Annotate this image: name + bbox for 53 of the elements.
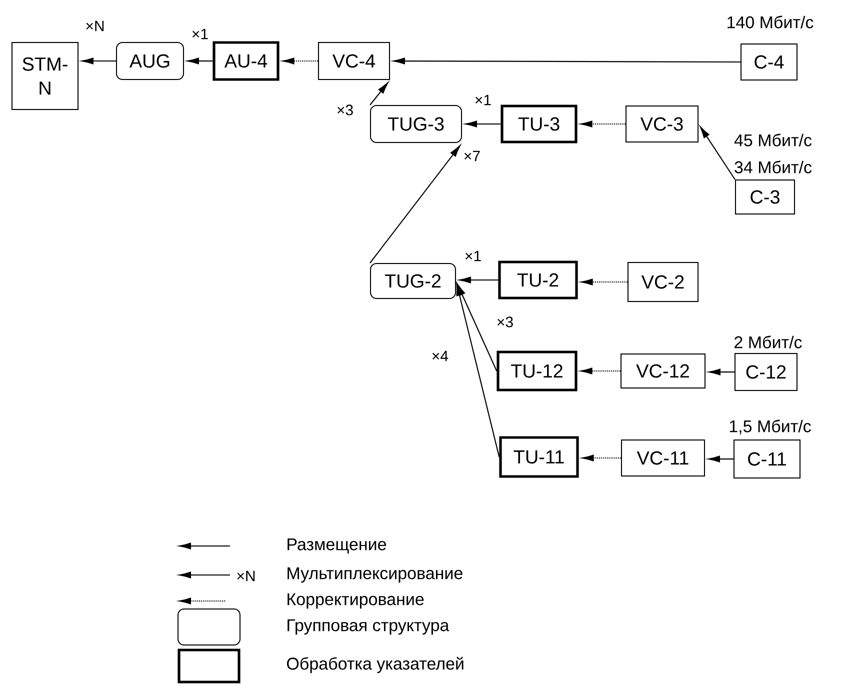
process-box: VC-11 <box>621 440 705 476</box>
rate-label: 2 Мбит/с <box>734 336 802 348</box>
pointer-box: TU-2 <box>498 260 578 300</box>
rate-label: 34 Мбит/с <box>734 160 812 174</box>
arrow <box>582 454 621 462</box>
group-box: AUG <box>116 42 184 80</box>
arrow <box>708 456 734 462</box>
pointer-box: TU-11 <box>499 436 579 478</box>
arrow <box>187 58 213 64</box>
legend-text: Обработка указателей <box>287 656 464 674</box>
arrow <box>393 58 740 64</box>
arrow <box>370 145 460 264</box>
pointer-box: TU-12 <box>496 350 578 392</box>
process-box: VC-2 <box>628 262 698 302</box>
arrow <box>456 284 500 458</box>
process-box: VC-12 <box>620 354 706 388</box>
rate-label: 1,5 Мбит/с <box>730 420 811 434</box>
process-box: C-12 <box>734 353 798 391</box>
edge-label: ×1 <box>192 28 208 40</box>
arrow <box>580 120 626 128</box>
edge-label: ×1 <box>466 250 481 262</box>
edge-label: ×1 <box>476 94 491 106</box>
rate-label: 45 Мбит/с <box>734 134 812 146</box>
legend-text: Групповая структура <box>288 619 450 635</box>
group-box: TUG-3 <box>370 105 462 143</box>
multiplier-label: ×N <box>237 570 255 582</box>
edge-label: ×3 <box>498 316 513 328</box>
pointer-box: AU-4 <box>212 41 280 81</box>
arrow <box>282 58 318 64</box>
legend-text: Мультиплексирование <box>288 567 462 583</box>
pointer-box: TU-3 <box>500 104 578 144</box>
process-box: STM- N <box>12 42 78 110</box>
group-box: TUG-2 <box>370 263 456 299</box>
edge-label: ×3 <box>338 104 353 116</box>
arrow <box>82 58 116 64</box>
process-box: VC-4 <box>318 42 390 80</box>
rate-label: 140 Мбит/с <box>728 16 814 28</box>
arrow <box>370 82 388 106</box>
arrow <box>465 120 501 128</box>
legend-text: Корректирование <box>288 593 424 609</box>
arrow <box>700 126 736 180</box>
arrow <box>580 278 628 286</box>
edge-label: ×4 <box>432 350 448 362</box>
arrow <box>580 368 620 374</box>
edge-label: ×7 <box>464 150 480 162</box>
legend-text: Размещение <box>288 538 386 554</box>
process-box: VC-3 <box>626 106 698 142</box>
edge-label: ×N <box>86 20 104 32</box>
arrow <box>708 368 734 376</box>
process-box: C-11 <box>734 440 800 478</box>
process-box: C-3 <box>735 180 795 214</box>
arrow <box>459 276 498 284</box>
process-box: C-4 <box>740 44 798 80</box>
